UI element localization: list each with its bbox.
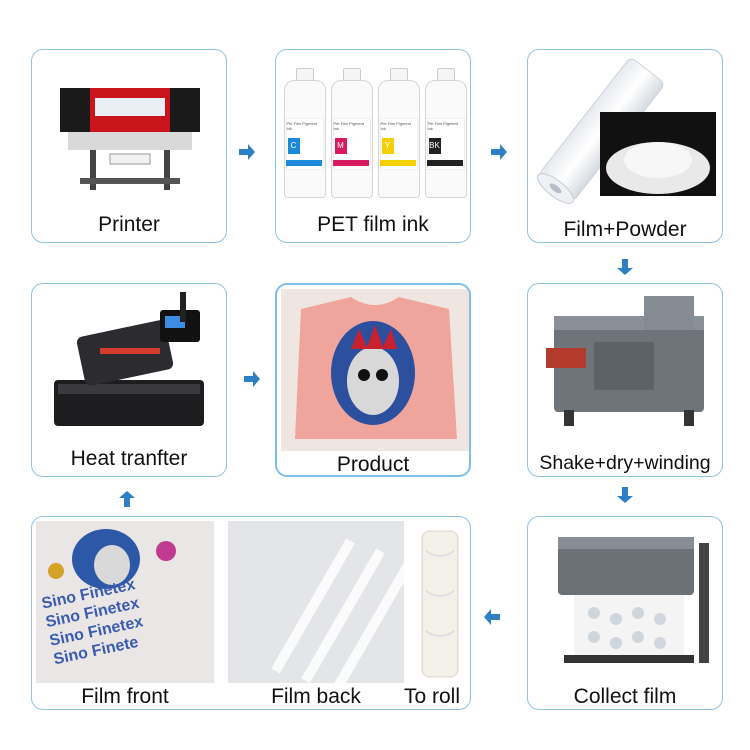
ink-label-text: Pet Film Pigment Ink — [427, 121, 458, 131]
arrow-down-icon — [616, 258, 634, 276]
ink-color-stripe — [379, 160, 416, 166]
ink-color-letter: M — [334, 138, 347, 154]
arrow-left-icon — [483, 608, 501, 626]
film-roll-image — [414, 521, 464, 683]
step-heat-label: Heat tranfter — [70, 447, 188, 470]
film-back-label: Film back — [271, 685, 361, 708]
ink-label-text: Pet Film Pigment Ink — [286, 121, 317, 131]
film-front-label: Film front — [81, 685, 169, 708]
collector-machine-illustration — [558, 537, 709, 663]
to-roll-label: To roll — [403, 685, 461, 708]
film-powder-illustration — [537, 58, 716, 204]
step-ink-label: PET film ink — [317, 213, 429, 236]
film-back-image — [228, 521, 415, 694]
ink-label-text: Pet Film Pigment Ink — [333, 121, 364, 131]
step-product-label: Product — [336, 453, 410, 476]
step-printer-card: Printer — [31, 49, 227, 243]
step-heat-press-card: Heat tranfter — [31, 283, 227, 477]
step-shake-label: Shake+dry+winding — [539, 452, 711, 474]
step-printer-label: Printer — [98, 213, 160, 236]
step-collect-label: Collect film — [573, 685, 677, 708]
arrow-down-icon — [616, 486, 634, 504]
arrow-up-icon — [118, 490, 136, 508]
ink-color-stripe — [426, 160, 463, 166]
step-film-powder-label: Film+Powder — [563, 218, 687, 241]
shaker-dryer-illustration — [546, 296, 704, 426]
heat-press-illustration — [54, 292, 204, 426]
step-product-card: Product — [275, 283, 471, 477]
step-shake-card: Shake+dry+winding — [527, 283, 723, 477]
ink-color-letter: BK — [428, 138, 441, 154]
ink-label-text: Pet Film Pigment Ink — [380, 121, 411, 131]
product-tshirt-illustration — [281, 289, 469, 451]
ink-color-letter: C — [287, 138, 300, 154]
ink-color-letter: Y — [381, 138, 394, 154]
arrow-right-icon — [243, 370, 261, 388]
ink-color-stripe — [332, 160, 369, 166]
step-film-powder-card: Film+Powder — [527, 49, 723, 243]
arrow-right-icon — [490, 143, 508, 161]
arrow-right-icon — [238, 143, 256, 161]
step-collect-card: Collect film — [527, 516, 723, 710]
printer-illustration — [60, 88, 200, 190]
ink-color-stripe — [285, 160, 322, 166]
